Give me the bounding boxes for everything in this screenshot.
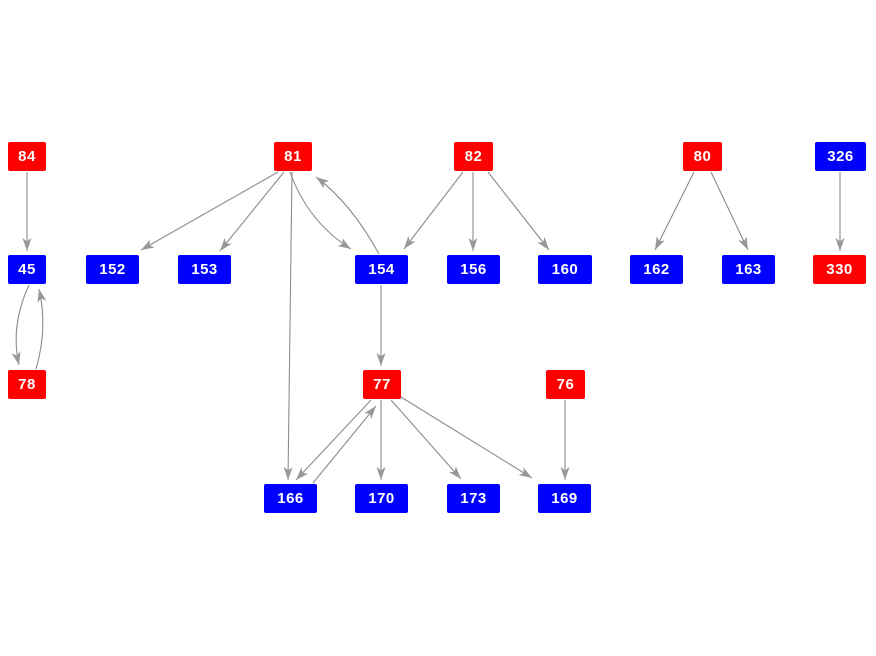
node-45: 45: [8, 255, 46, 284]
node-label: 76: [556, 376, 575, 393]
node-label: 160: [551, 261, 579, 278]
node-76: 76: [546, 370, 585, 399]
node-label: 78: [18, 376, 36, 393]
node-label: 152: [99, 261, 126, 278]
node-330: 330: [813, 255, 866, 284]
node-label: 77: [373, 376, 391, 393]
node-label: 170: [368, 490, 395, 507]
node-label: 84: [18, 148, 36, 165]
node-170: 170: [355, 484, 408, 513]
node-153: 153: [178, 255, 231, 284]
edge-80-162: [654, 171, 695, 251]
edge-77-173: [390, 399, 462, 480]
node-162: 162: [630, 255, 683, 284]
node-84: 84: [8, 142, 46, 171]
node-label: 166: [277, 490, 304, 507]
edge-45-78: [11, 284, 30, 366]
edge-82-154: [403, 171, 464, 250]
edge-154-81: [315, 176, 380, 255]
edge-77-169: [400, 396, 533, 479]
node-82: 82: [454, 142, 493, 171]
node-160: 160: [538, 255, 592, 284]
edge-82-160: [487, 171, 550, 251]
node-78: 78: [8, 370, 46, 399]
node-label: 326: [827, 148, 854, 165]
node-label: 156: [460, 261, 487, 278]
edge-80-163: [710, 171, 749, 251]
node-label: 80: [693, 148, 712, 165]
edge-166-77: [312, 405, 377, 484]
node-label: 81: [284, 148, 302, 165]
node-173: 173: [447, 484, 500, 513]
node-label: 82: [464, 148, 483, 165]
node-80: 80: [683, 142, 722, 171]
node-152: 152: [86, 255, 139, 284]
node-label: 154: [368, 261, 395, 278]
node-169: 169: [538, 484, 591, 513]
node-label: 173: [460, 490, 487, 507]
edge-81-154: [289, 171, 352, 250]
node-label: 163: [735, 261, 762, 278]
node-label: 169: [551, 490, 578, 507]
node-label: 153: [191, 261, 218, 278]
edge-77-166: [295, 399, 372, 481]
node-163: 163: [722, 255, 775, 284]
edge-81-152: [140, 171, 279, 251]
node-label: 45: [18, 261, 36, 278]
edge-81-153: [219, 171, 285, 252]
edge-81-166: [283, 171, 293, 481]
node-81: 81: [274, 142, 312, 171]
edge-78-45: [35, 288, 47, 370]
node-154: 154: [355, 255, 408, 284]
node-156: 156: [447, 255, 500, 284]
node-label: 330: [826, 261, 853, 278]
node-166: 166: [264, 484, 317, 513]
node-326: 326: [815, 142, 866, 171]
node-77: 77: [363, 370, 401, 399]
node-label: 162: [643, 261, 670, 278]
